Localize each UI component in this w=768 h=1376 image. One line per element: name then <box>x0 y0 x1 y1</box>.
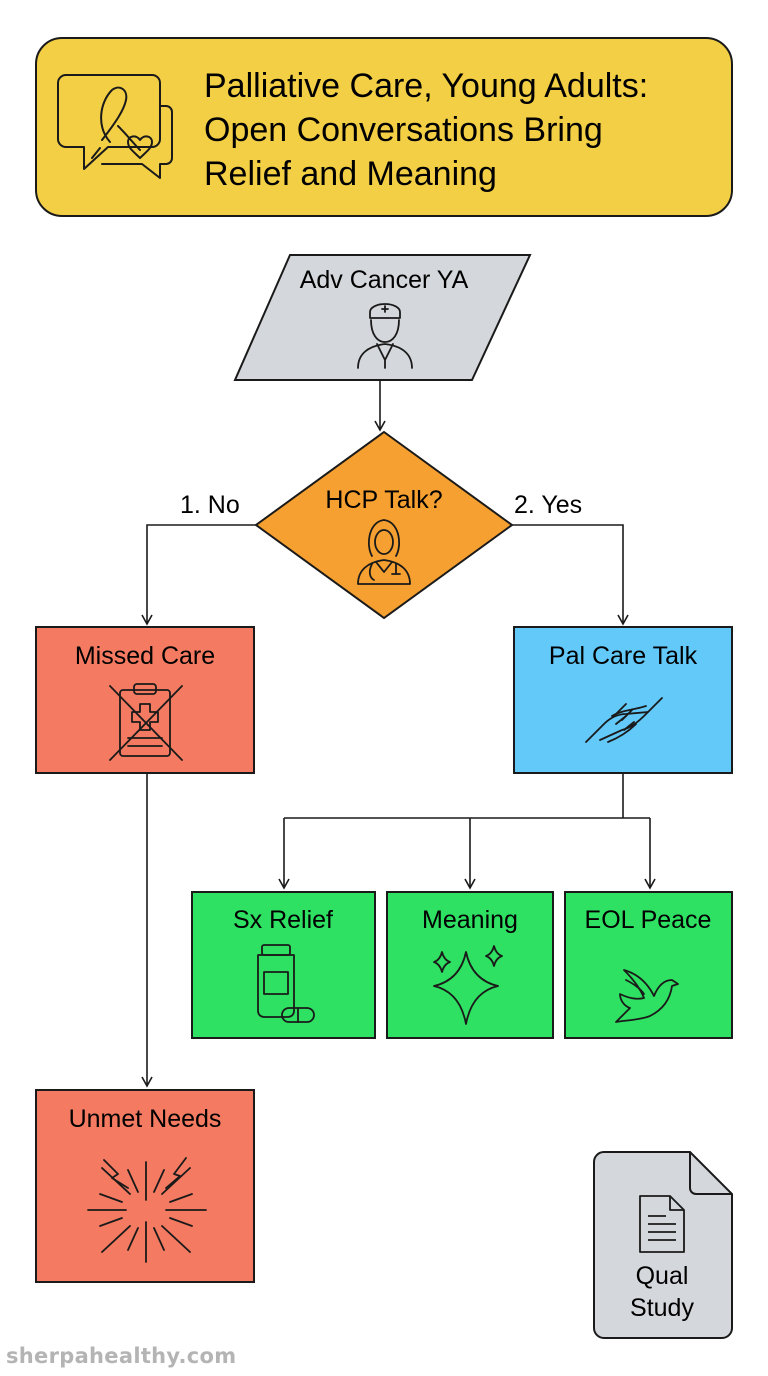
node-missed-label: Missed Care <box>75 642 215 670</box>
node-start-label: Adv Cancer YA <box>300 266 469 294</box>
document-icon <box>639 1195 685 1253</box>
node-talk: Pal Care Talk <box>513 626 733 774</box>
node-unmet: Unmet Needs <box>35 1089 255 1283</box>
title-line-2: Open Conversations Bring <box>204 111 603 149</box>
node-missed: Missed Care <box>35 626 255 774</box>
branch-yes-label: 2. Yes <box>514 491 582 519</box>
doctor-icon <box>357 519 411 585</box>
title-line-3: Relief and Meaning <box>204 155 497 193</box>
node-decision: HCP Talk? <box>254 430 514 620</box>
node-decision-label: HCP Talk? <box>325 486 442 514</box>
node-study-line-2: Study <box>630 1294 694 1322</box>
node-relief: Sx Relief <box>191 891 376 1039</box>
watermark: sherpahealthy.com <box>6 1344 237 1368</box>
node-peace: EOL Peace <box>564 891 733 1039</box>
node-meaning: Meaning <box>386 891 554 1039</box>
connectors <box>141 380 656 1088</box>
burst-icon <box>87 1157 207 1263</box>
node-unmet-label: Unmet Needs <box>69 1105 222 1133</box>
node-study-line-1: Qual <box>636 1262 689 1290</box>
edge-decision-yes <box>509 524 629 626</box>
node-relief-label: Sx Relief <box>233 906 333 934</box>
pill-bottle-icon <box>257 944 315 1023</box>
edge-talk-split <box>284 773 650 819</box>
node-study: Qual Study <box>593 1151 733 1339</box>
branch-no-label: 1. No <box>180 491 240 519</box>
dove-icon <box>615 969 679 1023</box>
node-peace-label: EOL Peace <box>585 906 712 934</box>
crossed-clipboard-icon <box>109 683 183 761</box>
patient-icon <box>357 303 413 369</box>
edge-decision-no <box>141 524 258 626</box>
title-line-1: Palliative Care, Young Adults: <box>204 67 648 105</box>
node-start: Adv Cancer YA <box>233 254 532 381</box>
sparkle-stars-icon <box>433 945 503 1025</box>
node-meaning-label: Meaning <box>422 906 518 934</box>
node-talk-label: Pal Care Talk <box>549 642 698 670</box>
title-banner: Palliative Care, Young Adults: Open Conv… <box>35 37 733 217</box>
helping-hands-icon <box>585 697 663 743</box>
ribbon-chat-heart-icon <box>57 74 173 179</box>
